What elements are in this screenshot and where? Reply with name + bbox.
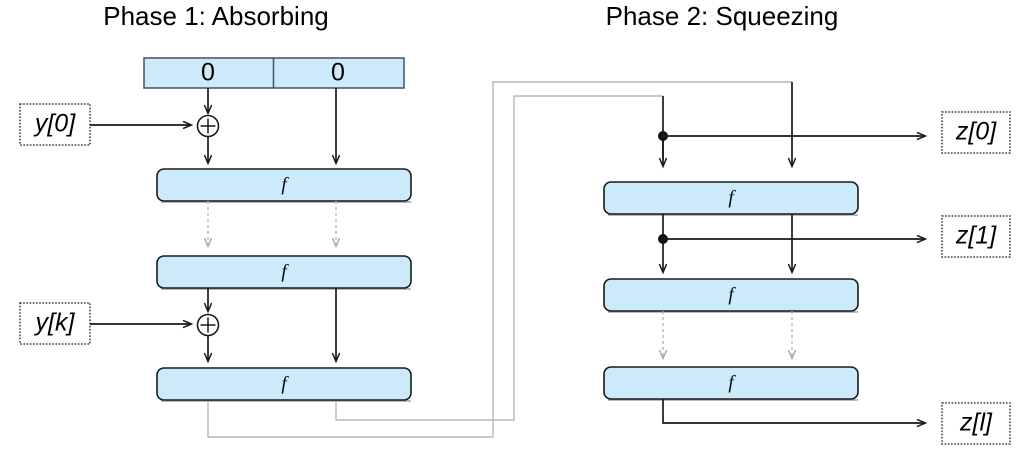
permutation-f-2-label: f xyxy=(281,261,289,282)
output-z1-box[interactable] xyxy=(941,215,1011,258)
permutation-f-4[interactable]: f xyxy=(603,181,859,216)
permutation-f-3[interactable]: f xyxy=(156,367,412,402)
xor-gate-yk xyxy=(196,313,220,337)
permutation-f-1-label: f xyxy=(281,174,289,195)
permutation-f-6[interactable]: f xyxy=(603,366,859,401)
input-y0[interactable]: y[0] xyxy=(19,103,91,146)
permutation-f-3-label: f xyxy=(281,373,289,394)
permutation-f-3-box[interactable] xyxy=(156,367,412,401)
output-z0[interactable]: z[0] xyxy=(941,111,1011,154)
input-yk-label: y[k] xyxy=(34,309,76,337)
phase2-title: Phase 2: Squeezing xyxy=(606,1,839,31)
input-yk[interactable]: y[k] xyxy=(19,302,91,345)
permutation-f-5-box[interactable] xyxy=(603,278,859,312)
state-cell-capacity: 0 xyxy=(331,59,345,87)
permutation-f-1[interactable]: f xyxy=(156,168,412,203)
xor-gate-y0 xyxy=(196,114,220,138)
permutation-f-1-box[interactable] xyxy=(156,168,412,202)
edge-f6-to-zl xyxy=(662,399,925,423)
permutation-f-6-box[interactable] xyxy=(603,366,859,400)
output-z0-box[interactable] xyxy=(941,111,1011,154)
permutation-f-5-label: f xyxy=(728,284,736,305)
output-zl[interactable]: z[l] xyxy=(941,402,1011,445)
output-zl-box[interactable] xyxy=(941,402,1011,445)
initial-state-bar: 0 0 xyxy=(143,57,405,89)
output-zl-label: z[l] xyxy=(959,409,993,437)
input-y0-label: y[0] xyxy=(33,110,76,138)
output-z1[interactable]: z[1] xyxy=(941,215,1011,258)
permutation-f-5[interactable]: f xyxy=(603,278,859,313)
permutation-f-2-box[interactable] xyxy=(156,255,412,289)
permutation-f-2[interactable]: f xyxy=(156,255,412,290)
output-z1-label: z[1] xyxy=(955,222,997,250)
feedback-path-inner xyxy=(335,95,663,421)
phase1-title: Phase 1: Absorbing xyxy=(103,1,329,31)
permutation-f-4-label: f xyxy=(728,187,736,208)
state-cell-rate: 0 xyxy=(201,59,215,87)
permutation-f-6-label: f xyxy=(728,372,736,393)
permutation-f-4-box[interactable] xyxy=(603,181,859,215)
output-z0-label: z[0] xyxy=(955,118,997,146)
feedback-path-outer xyxy=(207,81,792,438)
